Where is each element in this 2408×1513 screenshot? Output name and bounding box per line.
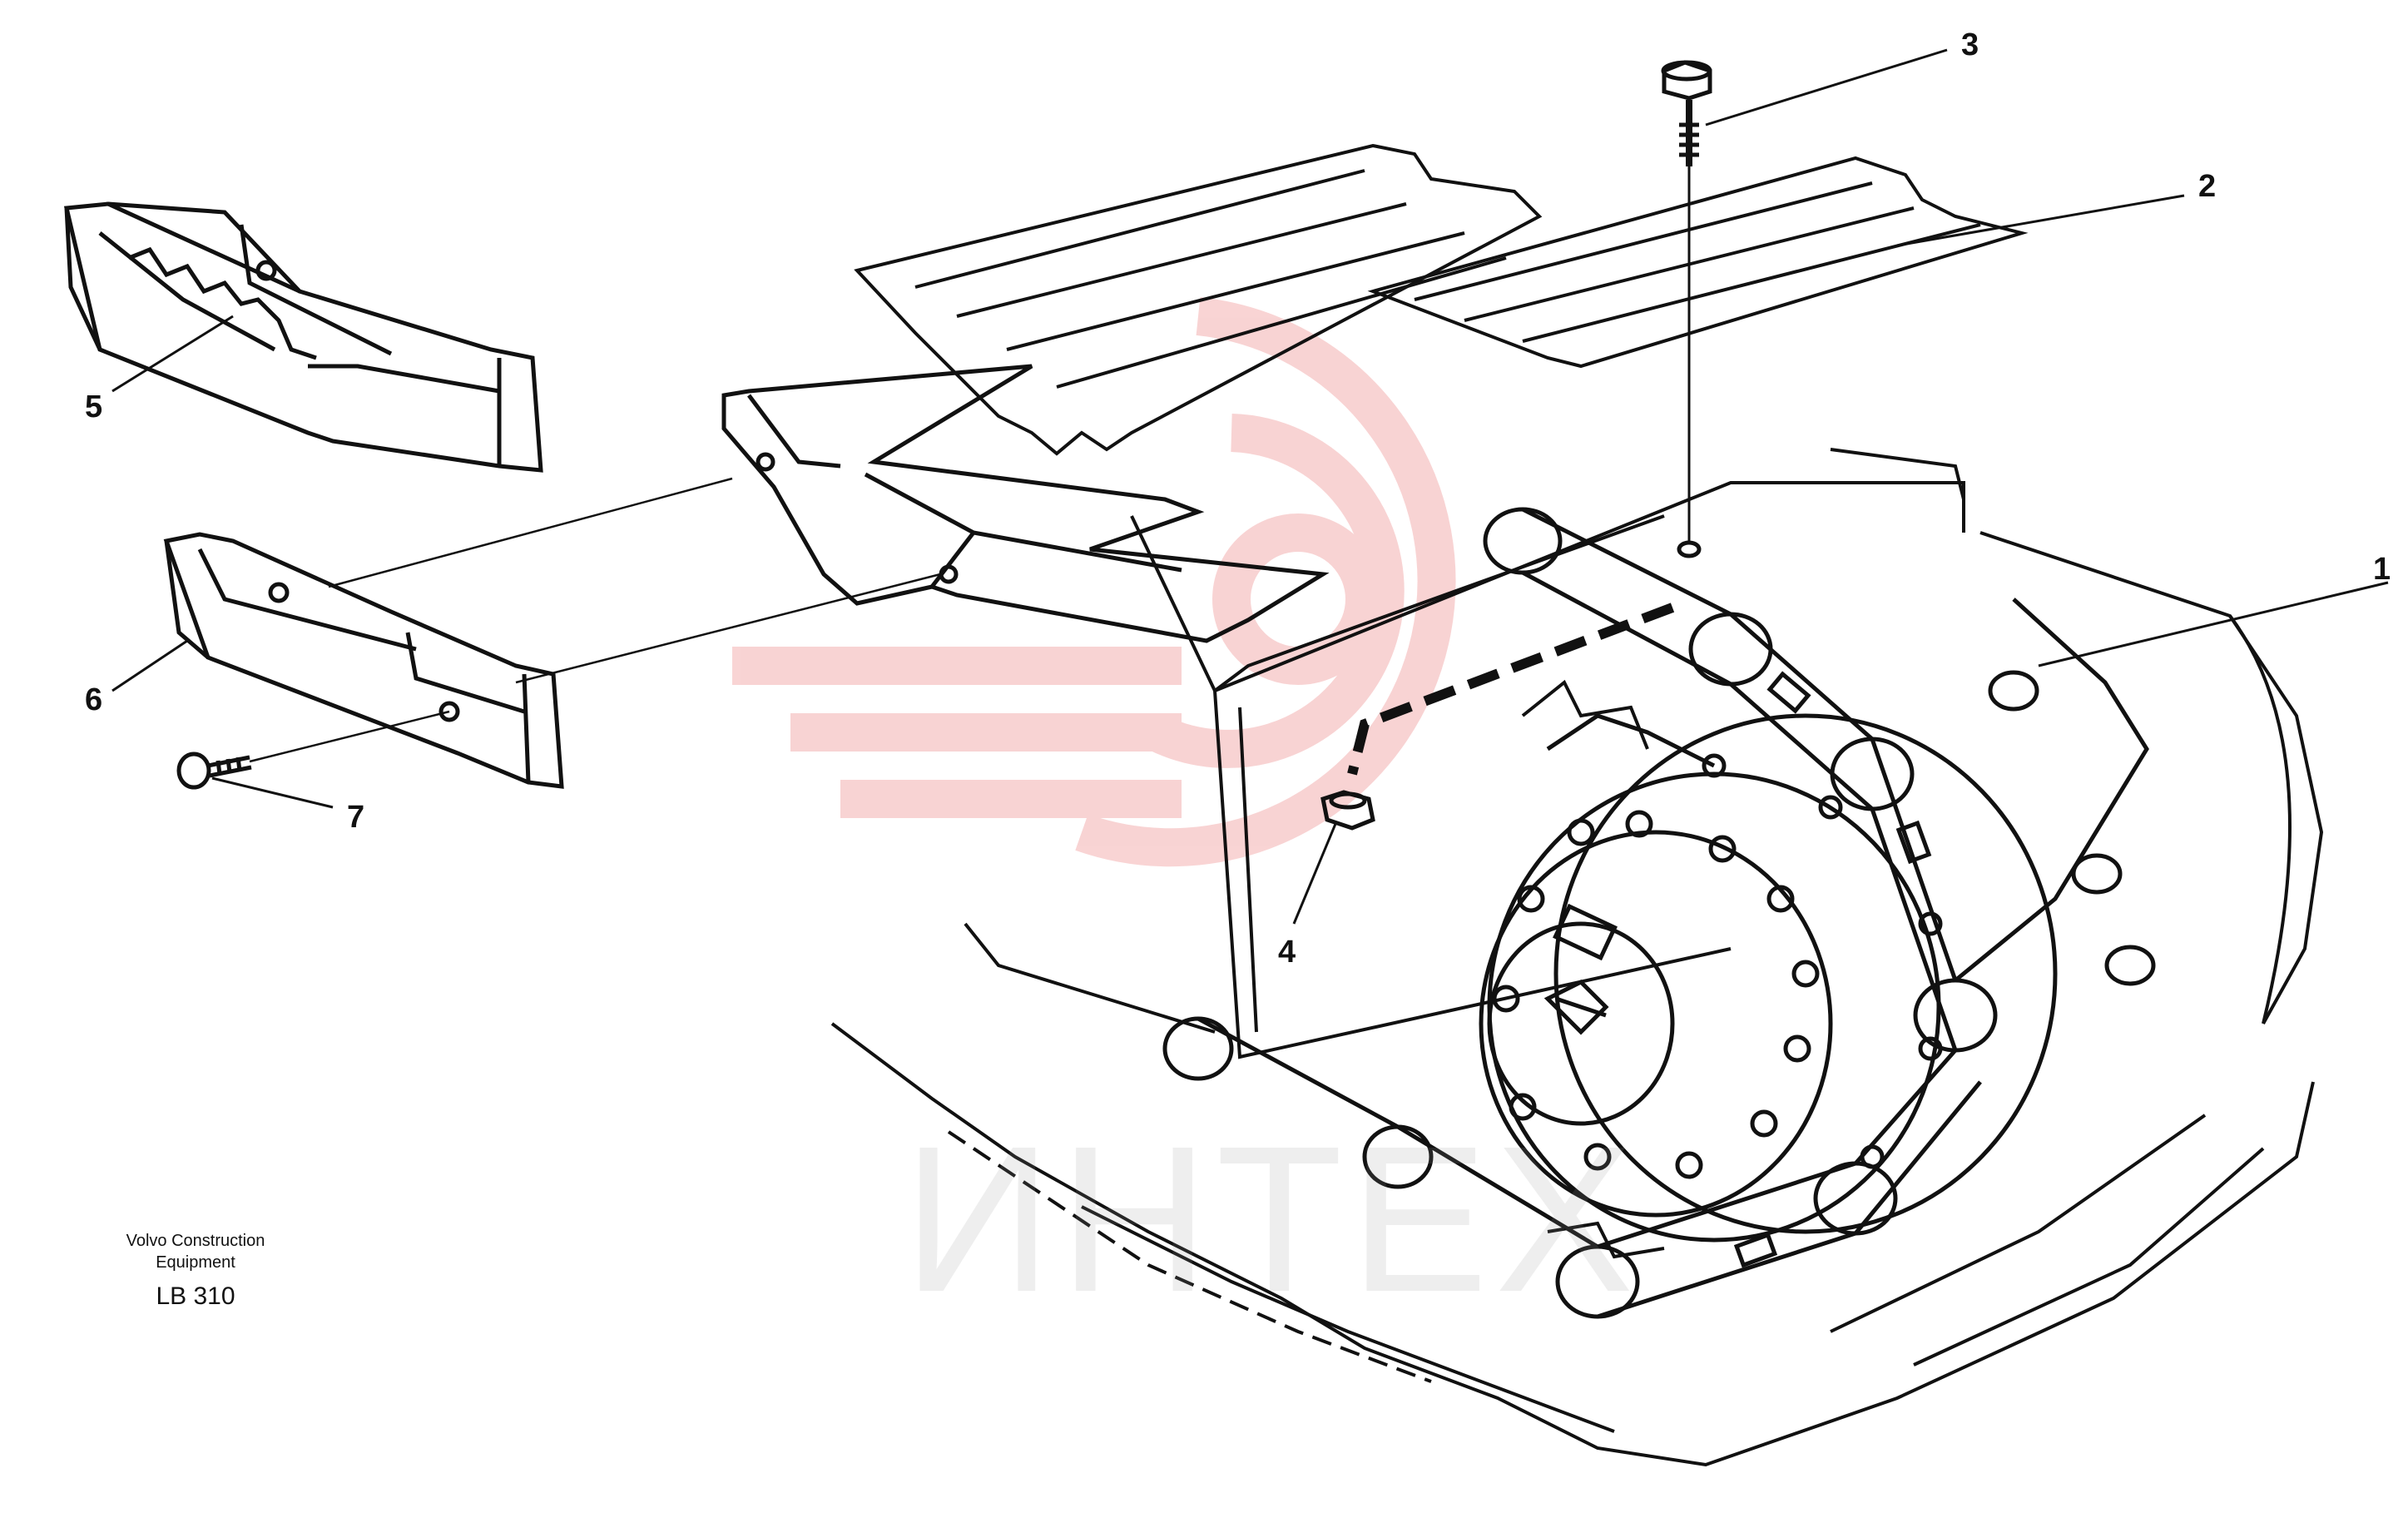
part-6-grouser [163, 532, 564, 789]
watermark-text: ИНТЕХ [903, 1103, 1641, 1335]
callout-5: 5 [85, 389, 103, 424]
part-3-bolt [1661, 60, 1712, 558]
leader-3 [1705, 48, 1948, 126]
track-frame [964, 448, 1965, 1059]
part-4-nut [1320, 790, 1375, 831]
leader-1 [2038, 581, 2389, 667]
leader-6 [111, 639, 188, 692]
part-5-grouser [63, 201, 543, 473]
track-shoes [854, 143, 2029, 456]
part-7-bolt [176, 752, 252, 790]
callout-4: 4 [1278, 935, 1296, 970]
grouser-section [721, 364, 1330, 643]
watermark-logo [732, 297, 1456, 867]
callout-7: 7 [347, 800, 365, 835]
caption-line-2: Equipment [156, 1253, 235, 1272]
callout-2: 2 [2198, 169, 2217, 204]
leader-5 [111, 315, 234, 393]
manufacturer-caption: Volvo Construction Equipment LB 310 [92, 1230, 300, 1313]
callout-1: 1 [2373, 552, 2391, 587]
caption-line-1: Volvo Construction [126, 1232, 265, 1250]
leader-lines [111, 48, 2389, 925]
leader-2 [1896, 194, 2185, 247]
model-label: LB 310 [156, 1282, 235, 1310]
idler-drum [1979, 531, 2324, 1024]
lower-track-shoes [830, 1022, 2315, 1467]
assembly-lines [249, 477, 941, 763]
leader-7 [211, 776, 334, 809]
bolt-path [1347, 603, 1675, 776]
final-drive-hub [1479, 713, 2058, 1243]
sprocket [1521, 679, 1665, 1259]
callout-6: 6 [85, 682, 103, 717]
callout-3: 3 [1961, 27, 1979, 62]
leader-4 [1292, 823, 1337, 925]
